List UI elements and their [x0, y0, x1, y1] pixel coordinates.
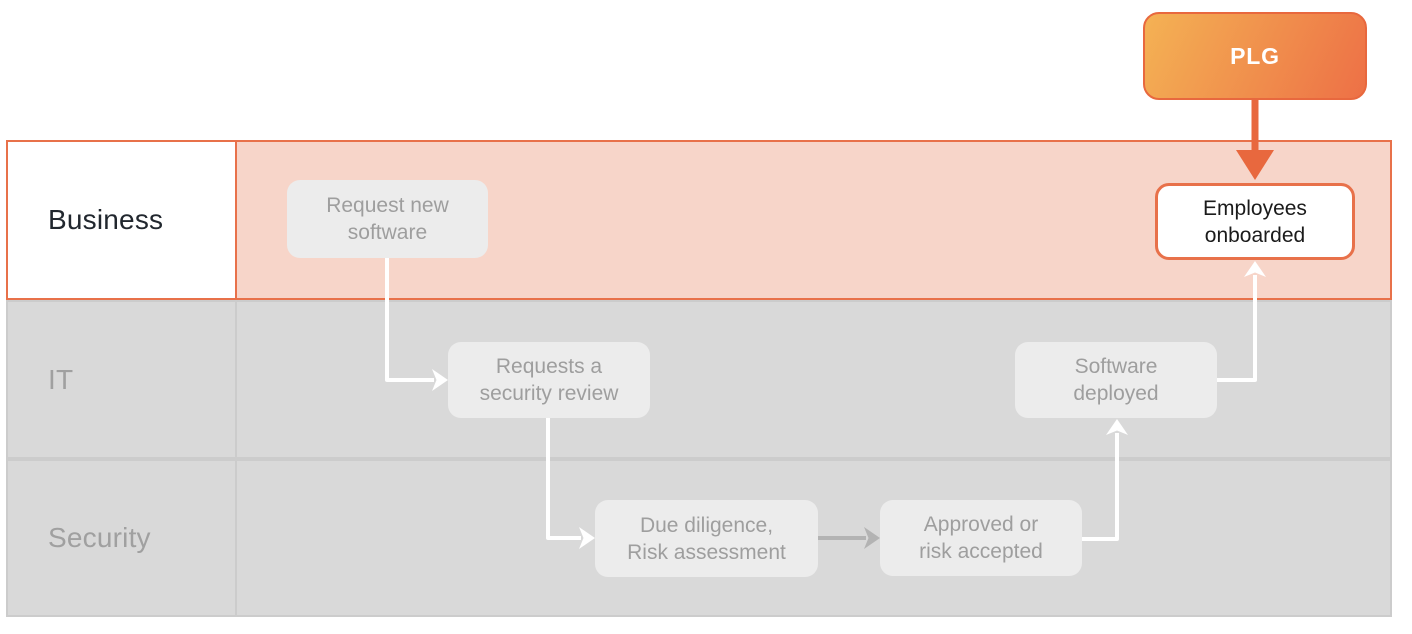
- plg-badge-label: PLG: [1230, 42, 1280, 69]
- lane-label-business-text: Business: [48, 204, 164, 235]
- node-approved-or-risk-accepted: Approved or risk accepted: [880, 500, 1082, 576]
- node-requests-a-security-review: Requests a security review: [448, 342, 650, 418]
- node-requests-a-security-review-label: Requests a security review: [479, 355, 619, 405]
- connector-approved-to-deployed: [1082, 419, 1128, 541]
- node-approved-or-risk-accepted-label: Approved or risk accepted: [919, 513, 1043, 563]
- lane-label-it: IT: [6, 300, 237, 459]
- lane-label-business: Business: [6, 140, 237, 300]
- node-software-deployed-label: Software deployed: [1073, 355, 1159, 405]
- lane-label-it-text: IT: [48, 363, 74, 395]
- lane-label-security: Security: [6, 459, 237, 617]
- node-request-new-software: Request new software: [287, 180, 488, 258]
- connector-review-to-diligence: [546, 418, 595, 549]
- node-due-diligence-risk-assessment-label: Due diligence, Risk assessment: [627, 513, 786, 564]
- plg-badge: PLG: [1143, 12, 1367, 100]
- node-employees-onboarded: Employees onboarded: [1155, 183, 1355, 260]
- connector-deployed-to-onboarded: [1217, 261, 1266, 382]
- node-request-new-software-label: Request new software: [326, 194, 449, 244]
- connector-request-to-review: [385, 257, 448, 391]
- node-due-diligence-risk-assessment: Due diligence, Risk assessment: [595, 500, 818, 577]
- lane-label-security-text: Security: [48, 522, 151, 553]
- node-employees-onboarded-label: Employees onboarded: [1203, 196, 1307, 247]
- node-software-deployed: Software deployed: [1015, 342, 1217, 418]
